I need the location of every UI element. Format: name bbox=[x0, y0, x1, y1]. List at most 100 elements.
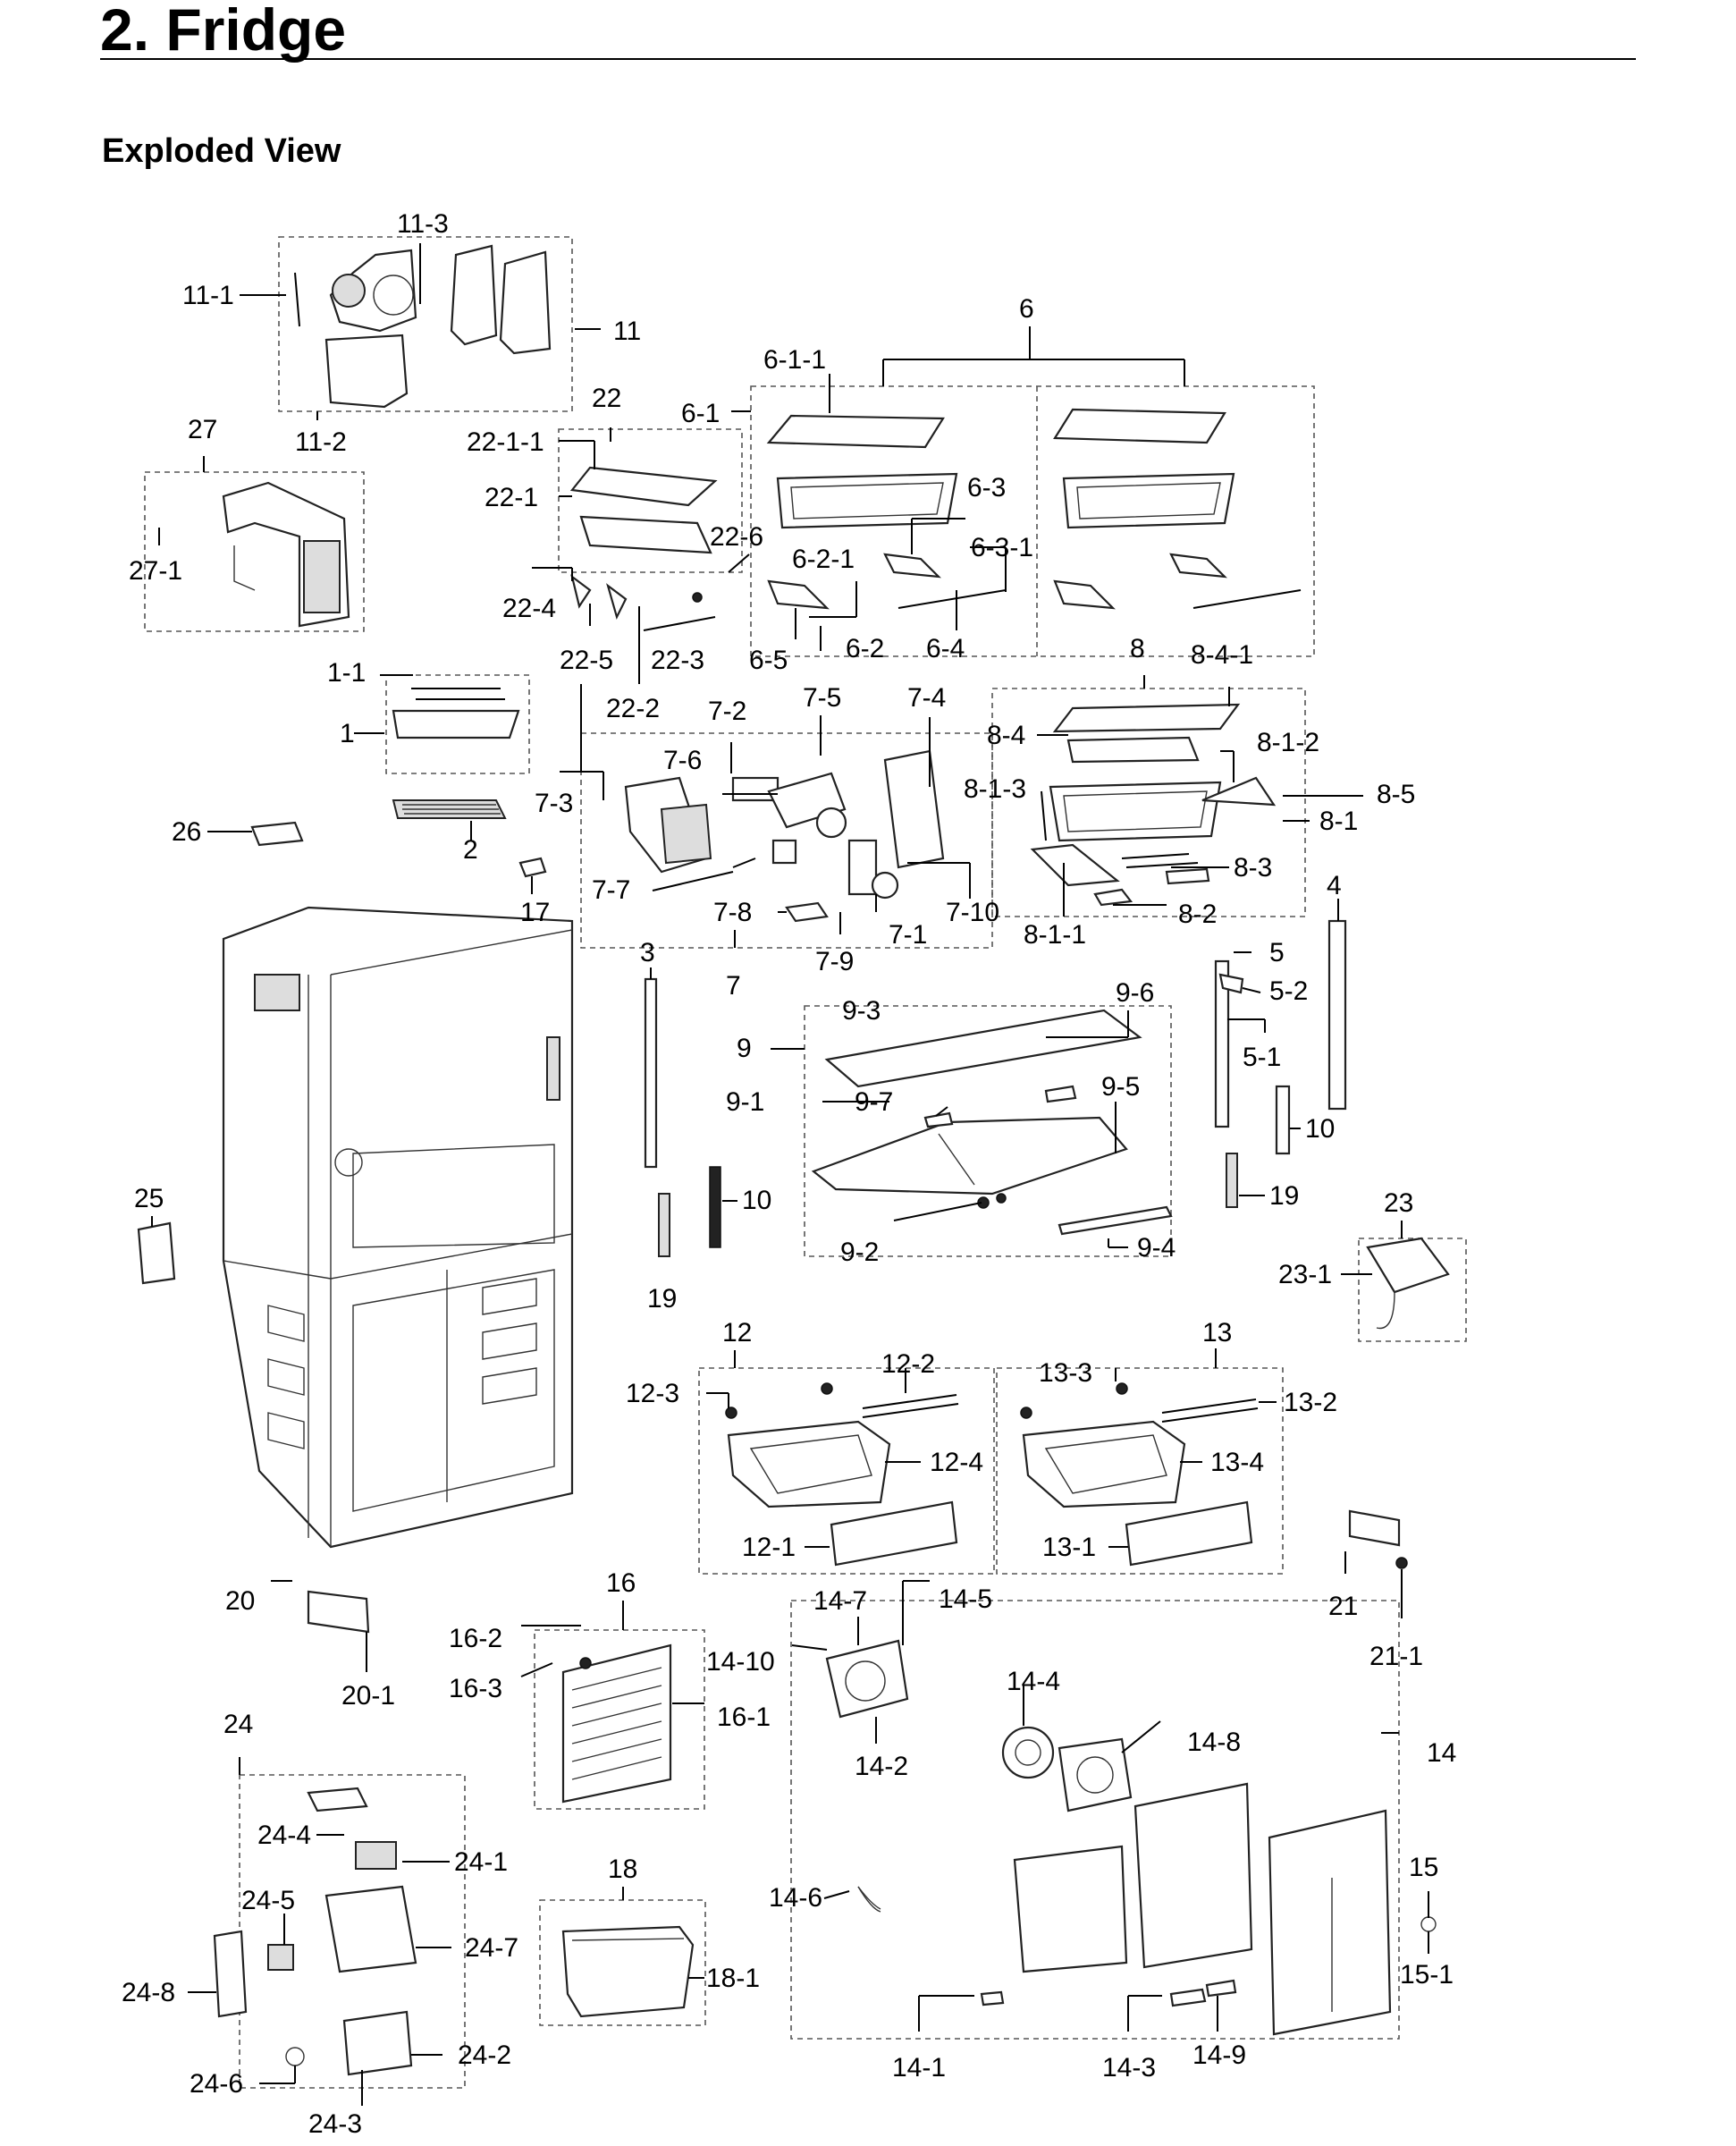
callout-label: 9-7 bbox=[855, 1087, 893, 1117]
group-box-22 bbox=[558, 428, 743, 573]
callout-label: 24-8 bbox=[122, 1978, 175, 2007]
callout-label: 22 bbox=[592, 384, 621, 413]
callout-label: 14-9 bbox=[1192, 2040, 1246, 2070]
callout-label: 12-4 bbox=[930, 1448, 983, 1477]
callout-label: 16-3 bbox=[449, 1674, 502, 1703]
callout-label: 14-5 bbox=[939, 1584, 992, 1614]
part-3 bbox=[644, 977, 658, 1169]
callout-label: 21 bbox=[1328, 1592, 1358, 1621]
callout-label: 7-8 bbox=[713, 898, 752, 927]
callout-label: 7-1 bbox=[889, 920, 927, 950]
callout-label: 14-8 bbox=[1187, 1728, 1241, 1757]
callout-label: 2 bbox=[463, 835, 478, 865]
callout-label: 8 bbox=[1130, 634, 1145, 663]
callout-label: 9-6 bbox=[1116, 978, 1154, 1008]
callout-label: 12-1 bbox=[742, 1533, 796, 1562]
callout-label: 6-5 bbox=[749, 646, 788, 675]
callout-label: 14-7 bbox=[813, 1586, 867, 1616]
callout-label: 23-1 bbox=[1278, 1260, 1332, 1289]
callout-label: 19 bbox=[647, 1284, 677, 1314]
group-box-11 bbox=[278, 236, 573, 412]
part-19-left bbox=[658, 1193, 670, 1257]
callout-label: 7-6 bbox=[663, 746, 702, 775]
callout-label: 14 bbox=[1427, 1738, 1456, 1768]
callout-label: 7-4 bbox=[907, 683, 946, 713]
callout-label: 14-4 bbox=[1007, 1667, 1060, 1696]
callout-label: 22-2 bbox=[606, 694, 660, 723]
title-rule bbox=[100, 58, 1636, 60]
callout-label: 8-1-3 bbox=[964, 774, 1026, 804]
callout-label: 6-3 bbox=[967, 473, 1006, 503]
callout-label: 14-6 bbox=[769, 1883, 822, 1913]
callout-label: 8-1-2 bbox=[1257, 728, 1319, 757]
callout-label: 6-2 bbox=[846, 634, 884, 663]
callout-label: 16-1 bbox=[717, 1702, 771, 1732]
group-box-9 bbox=[804, 1005, 1172, 1257]
leader-lines bbox=[151, 243, 1429, 2106]
callout-label: 9 bbox=[737, 1034, 752, 1063]
callout-label: 26 bbox=[172, 817, 201, 847]
callout-label: 24-1 bbox=[454, 1847, 508, 1877]
callout-label: 9-5 bbox=[1101, 1072, 1140, 1102]
callout-label: 7-7 bbox=[592, 875, 630, 905]
callout-label: 15 bbox=[1409, 1853, 1438, 1882]
part-10-right bbox=[1275, 1085, 1291, 1155]
callout-label: 24-2 bbox=[458, 2040, 511, 2070]
callout-label: 20 bbox=[225, 1586, 255, 1616]
part-9 bbox=[811, 1009, 1173, 1236]
callout-label: 6-3-1 bbox=[971, 533, 1033, 562]
part-21 bbox=[1348, 1509, 1401, 1547]
callout-label: 6-2-1 bbox=[792, 545, 855, 574]
callout-label: 6-4 bbox=[926, 634, 965, 663]
part-20 bbox=[307, 1590, 370, 1634]
callout-label: 6-1 bbox=[681, 399, 720, 428]
callout-label: 9-1 bbox=[726, 1087, 764, 1117]
callout-label: 8-1-1 bbox=[1024, 920, 1086, 950]
part-6-left bbox=[766, 414, 1007, 610]
callout-label: 24-4 bbox=[257, 1821, 311, 1850]
callout-label: 14-3 bbox=[1102, 2053, 1156, 2083]
callout-label: 11-3 bbox=[397, 209, 449, 239]
part-11-assembly bbox=[294, 244, 552, 409]
part-16 bbox=[561, 1643, 672, 1804]
callout-label: 7 bbox=[726, 971, 741, 1001]
callout-label: 7-3 bbox=[535, 789, 573, 818]
callout-label: 12-3 bbox=[626, 1379, 679, 1408]
callout-label: 3 bbox=[640, 938, 655, 967]
callout-label: 24-6 bbox=[190, 2069, 243, 2099]
callout-label: 1 bbox=[340, 719, 355, 748]
part-18 bbox=[561, 1925, 695, 2018]
callout-label: 10 bbox=[1305, 1114, 1335, 1144]
callout-label: 11-2 bbox=[295, 427, 347, 457]
part-19-right bbox=[1226, 1153, 1238, 1208]
callout-label: 7-2 bbox=[708, 697, 746, 726]
group-box-13 bbox=[996, 1367, 1284, 1575]
callout-label: 21-1 bbox=[1369, 1642, 1423, 1671]
callout-label: 8-4-1 bbox=[1191, 640, 1253, 670]
callout-label: 24-5 bbox=[241, 1886, 295, 1915]
callout-label: 7-5 bbox=[803, 683, 841, 713]
callout-label: 5-1 bbox=[1243, 1043, 1281, 1072]
callout-label: 13-4 bbox=[1210, 1448, 1264, 1477]
callout-label: 16-2 bbox=[449, 1624, 502, 1653]
callout-label: 9-2 bbox=[840, 1238, 879, 1267]
callout-label: 24-7 bbox=[465, 1933, 518, 1963]
group-box-8 bbox=[991, 688, 1306, 917]
callout-label: 4 bbox=[1327, 871, 1342, 900]
group-box-16 bbox=[534, 1629, 705, 1810]
group-box-27 bbox=[144, 471, 365, 632]
callout-label: 7-10 bbox=[946, 898, 999, 927]
callout-label: 5 bbox=[1269, 938, 1285, 967]
callout-label: 20-1 bbox=[341, 1681, 395, 1711]
callout-label: 8-2 bbox=[1178, 900, 1217, 929]
callout-label: 22-1 bbox=[485, 483, 538, 512]
callout-label: 13-2 bbox=[1284, 1388, 1337, 1417]
callout-label: 1-1 bbox=[327, 658, 366, 688]
callout-label: 9-3 bbox=[842, 996, 881, 1026]
part-24 bbox=[213, 1787, 417, 2076]
callout-label: 25 bbox=[134, 1184, 164, 1213]
callout-label: 12-2 bbox=[881, 1349, 935, 1379]
callout-label: 14-1 bbox=[892, 2053, 946, 2083]
